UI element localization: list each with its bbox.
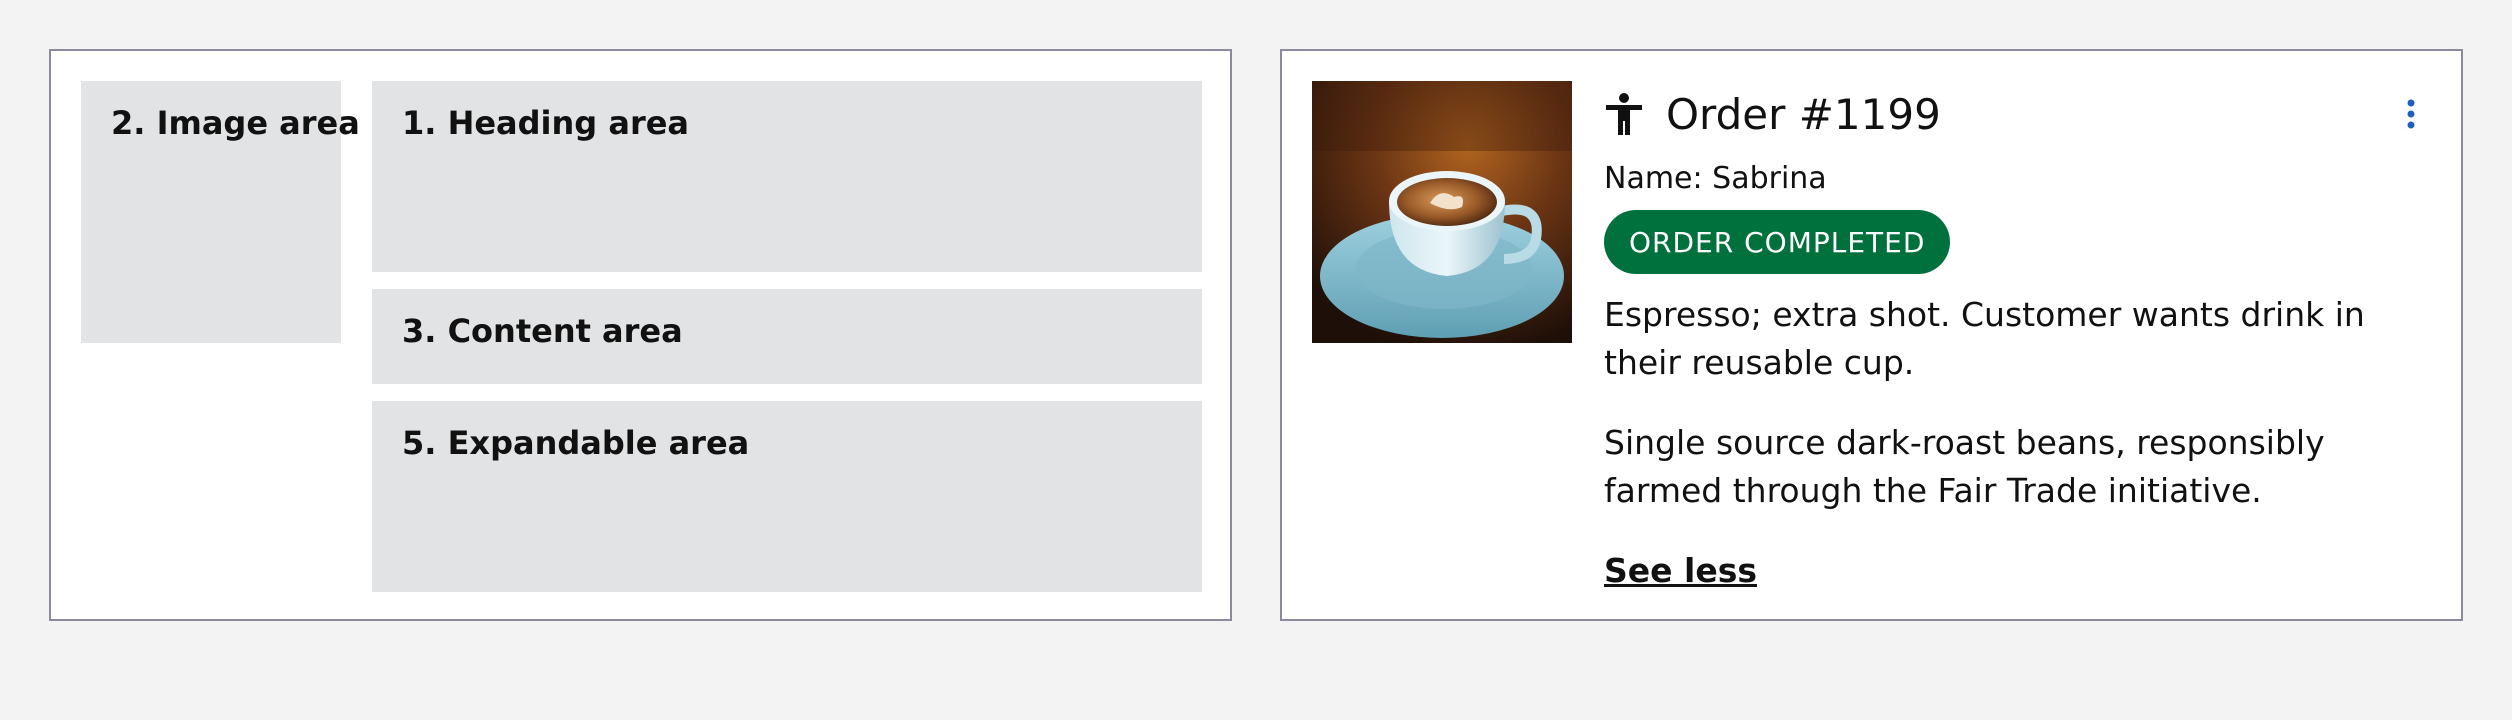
heading-area-placeholder: 1. Heading area (372, 81, 1202, 272)
customer-name: Name: Sabrina (1604, 161, 1827, 196)
status-badge: ORDER COMPLETED (1604, 210, 1951, 274)
expandable-area-placeholder: 5. Expandable area (372, 401, 1202, 592)
accessibility-icon (1604, 92, 1644, 136)
order-card: Order #1199 Name: Sabrina ORDER COMPLETE… (1280, 49, 2463, 621)
see-less-link[interactable]: See less (1604, 551, 1757, 590)
order-details: Single source dark-roast beans, responsi… (1604, 423, 2325, 510)
more-vertical-icon (2406, 99, 2416, 133)
more-options-button[interactable] (2392, 96, 2430, 136)
order-title: Order #1199 (1666, 89, 1941, 139)
content-area-placeholder: 3. Content area (372, 289, 1202, 384)
layout-diagram-card: 2. Image area 1. Heading area 3. Content… (49, 49, 1232, 621)
order-header: Order #1199 (1604, 86, 1941, 142)
coffee-image (1312, 81, 1572, 343)
image-area-placeholder: 2. Image area (81, 81, 360, 343)
order-description: Espresso; extra shot. Customer wants dri… (1604, 295, 2365, 382)
